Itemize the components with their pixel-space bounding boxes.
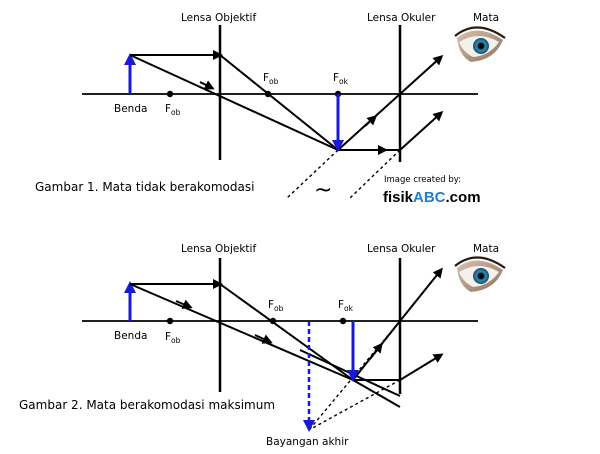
eye-icon <box>454 26 506 62</box>
ray <box>199 80 215 90</box>
object-label: Benda <box>114 330 147 342</box>
ray <box>129 283 354 381</box>
credit-line: Image created by: <box>384 175 461 185</box>
ray <box>399 54 444 95</box>
ray <box>399 267 443 322</box>
ray <box>399 353 444 381</box>
ray <box>175 299 193 309</box>
objective-lens-label: Lensa Objektif <box>181 12 256 24</box>
ray <box>299 349 401 397</box>
objective-lens-label: Lensa Objektif <box>181 243 256 255</box>
focus-label: Fob <box>165 103 181 117</box>
eye-label: Mata <box>473 12 499 24</box>
credit-brand: fisikABC.com <box>383 189 481 206</box>
ray <box>219 54 339 151</box>
figure-2: Lensa Objektif Lensa Okuler Mata Benda F… <box>19 243 506 448</box>
focus-label: Fob <box>165 331 181 345</box>
ray <box>254 334 273 344</box>
focus-ocular <box>339 317 347 325</box>
focus-objective-left <box>166 90 174 98</box>
virtual-ray <box>308 379 401 431</box>
focus-objective-left <box>166 317 174 325</box>
focus-label: Fob <box>268 299 284 313</box>
ray <box>129 54 339 151</box>
figure-1: Lensa Objektif Lensa Okuler Mata Benda F… <box>35 12 506 206</box>
infinity-symbol: ~ <box>314 178 332 203</box>
focus-label: Fok <box>338 299 354 313</box>
eye-icon <box>454 256 506 292</box>
ray <box>364 114 378 127</box>
caption-1: Gambar 1. Mata tidak berakomodasi <box>35 180 254 194</box>
ocular-lens-label: Lensa Okuler <box>367 243 436 255</box>
ray <box>399 110 444 151</box>
focus-label: Fok <box>333 72 349 86</box>
ray <box>352 379 401 408</box>
eye-label: Mata <box>473 243 499 255</box>
focus-label: Fob <box>263 72 279 86</box>
object-label: Benda <box>114 103 147 115</box>
ocular-lens-label: Lensa Okuler <box>367 12 436 24</box>
final-image-label: Bayangan akhir <box>266 436 349 448</box>
caption-2: Gambar 2. Mata berakomodasi maksimum <box>19 398 275 412</box>
ray <box>369 342 383 360</box>
